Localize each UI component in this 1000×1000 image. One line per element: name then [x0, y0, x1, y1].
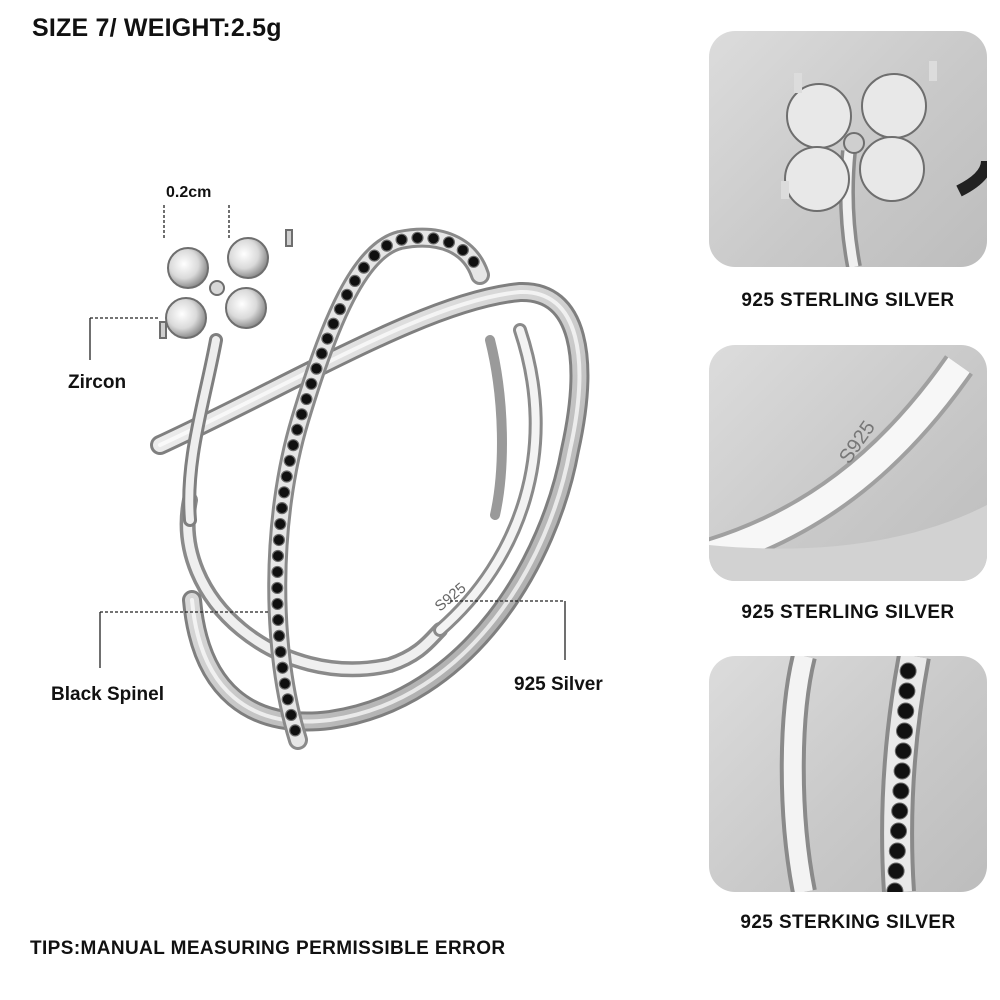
spinel-stone: [891, 802, 909, 820]
spinel-stone: [278, 677, 291, 690]
callout-lines: [89, 205, 566, 668]
spinel-stone: [272, 613, 285, 627]
spinel-stone: [275, 502, 289, 515]
spinel-stone: [886, 882, 904, 892]
spinel-stone: [467, 255, 480, 268]
spinel-stone: [305, 377, 318, 390]
black-spinel-label: Black Spinel: [51, 684, 164, 705]
spinel-stone: [380, 239, 393, 252]
detail-panel-spinel: [709, 656, 987, 892]
panel-1-caption: 925 STERLING SILVER: [741, 290, 955, 311]
measurement-label: 0.2cm: [166, 184, 212, 201]
spinel-stone: [271, 549, 285, 563]
spinel-stone: [896, 722, 913, 740]
spinel-stone: [273, 629, 286, 643]
spinel-stone: [898, 682, 916, 700]
spinel-stone: [281, 693, 294, 706]
spinel-stone: [272, 533, 286, 547]
spinel-stone: [894, 742, 912, 760]
spinel-stone: [271, 597, 284, 611]
spinel-stone: [321, 332, 334, 345]
spinel-stone: [892, 782, 910, 800]
spinel-stone: [295, 408, 308, 421]
spinel-stone: [887, 862, 905, 880]
black-spinel-stones: [271, 231, 480, 737]
spinel-stone: [274, 645, 287, 658]
spinel-stone: [333, 303, 347, 316]
spinel-stone: [291, 423, 304, 436]
detail-panel-flower: [709, 31, 987, 267]
measurement-tips: TIPS:MANUAL MEASURING PERMISSIBLE ERROR: [30, 938, 506, 959]
spinel-stone: [310, 362, 323, 375]
spinel-stone: [897, 702, 915, 720]
spinel-stone: [280, 470, 293, 483]
spinel-stone: [395, 233, 408, 246]
size-weight-heading: SIZE 7/ WEIGHT:2.5g: [32, 14, 282, 42]
panel-3-caption: 925 STERKING SILVER: [740, 912, 956, 933]
spinel-stone: [456, 244, 469, 257]
spinel-stone: [271, 581, 284, 595]
spinel-stone: [888, 842, 906, 860]
spinel-stone: [890, 822, 907, 840]
spinel-stone: [315, 347, 328, 360]
spinel-stone: [348, 274, 362, 287]
zircon-flower: [159, 229, 293, 339]
ring-back-band: [179, 323, 543, 678]
spinel-stone: [427, 232, 440, 245]
spinel-stone: [285, 708, 298, 722]
spinel-stone: [357, 261, 370, 274]
spinel-stone: [276, 661, 289, 674]
detail-panel-engraving: S925: [709, 345, 987, 581]
spinel-stone: [289, 724, 302, 737]
panel-2-caption: 925 STERLING SILVER: [741, 602, 955, 623]
silver-label: 925 Silver: [514, 674, 603, 695]
spinel-stone: [442, 236, 456, 249]
spinel-stone: [340, 288, 354, 301]
spinel-stone: [899, 662, 917, 680]
spinel-stone: [287, 439, 300, 452]
spinel-stone: [327, 317, 340, 330]
spinel-stone: [300, 392, 313, 406]
spinel-stone: [278, 486, 291, 499]
spinel-stone: [368, 249, 381, 262]
spinel-stone: [274, 517, 287, 531]
spinel-stone: [411, 231, 424, 244]
spinel-stone: [283, 454, 296, 467]
spinel-stone: [893, 762, 911, 780]
spinel-stone: [271, 565, 284, 579]
ring-silver-band: [150, 281, 590, 732]
zircon-label: Zircon: [68, 372, 127, 393]
